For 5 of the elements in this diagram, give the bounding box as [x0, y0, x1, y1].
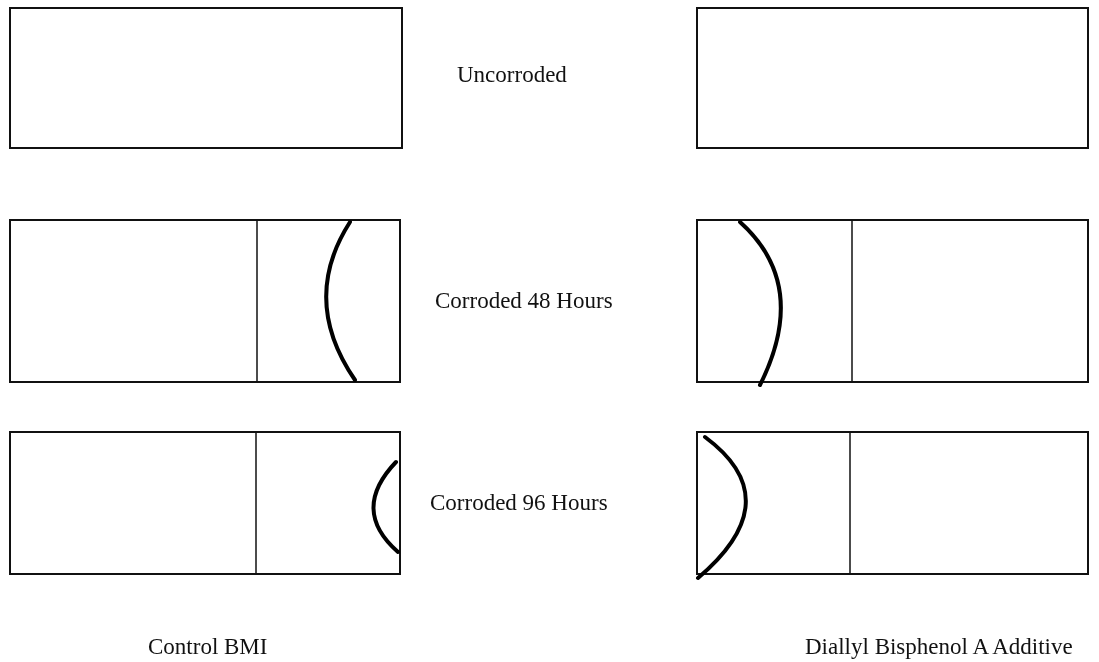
- column-label: Control BMI: [148, 634, 268, 660]
- condition-label: Uncorroded: [457, 62, 567, 88]
- column-label: Diallyl Bisphenol A Additive: [805, 634, 1073, 660]
- condition-label: Corroded 48 Hours: [435, 288, 613, 314]
- condition-label: Corroded 96 Hours: [430, 490, 608, 516]
